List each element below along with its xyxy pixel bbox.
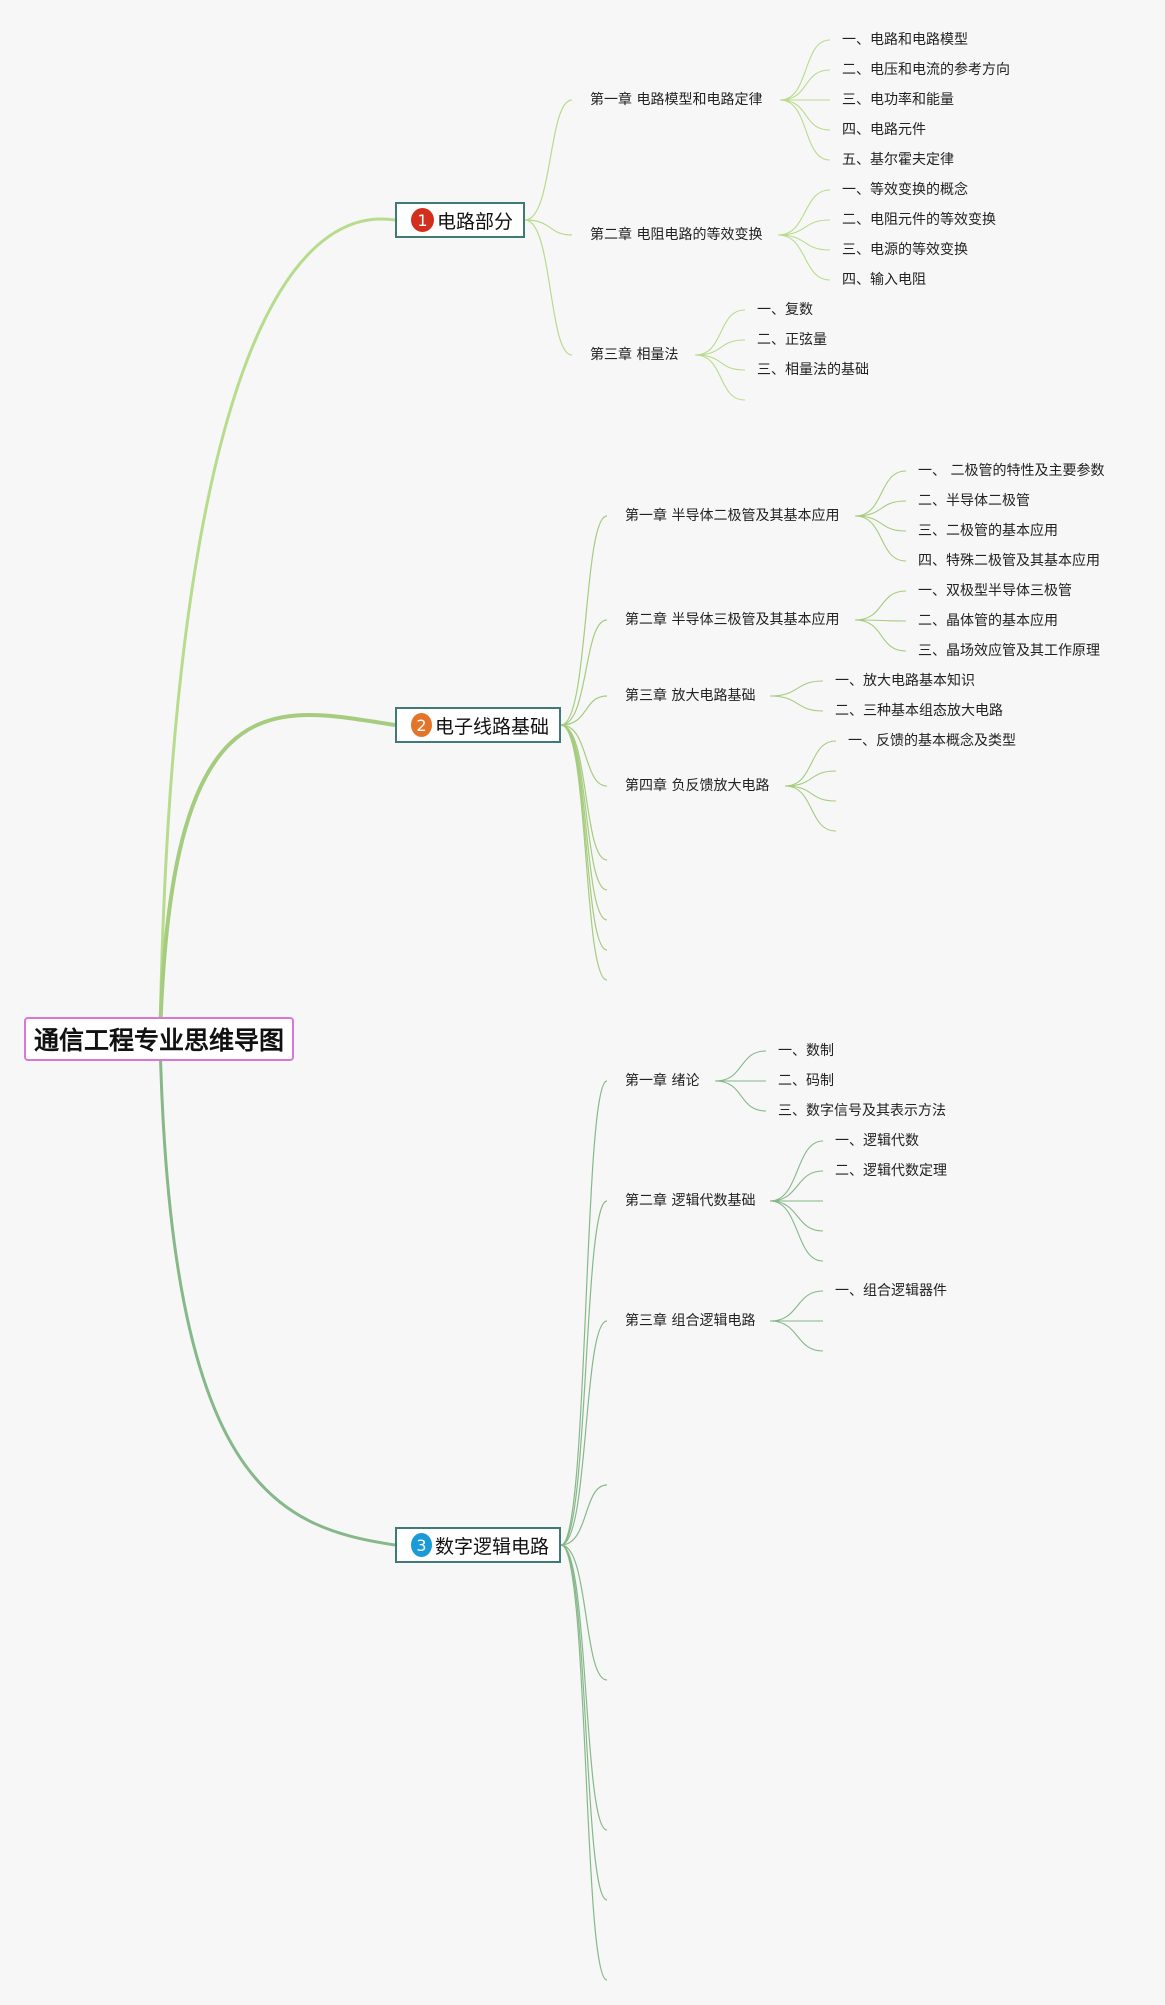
chapter-node[interactable]: 第三章 放大电路基础 (625, 688, 756, 704)
section-item[interactable]: 二、电阻元件的等效变换 (842, 212, 996, 228)
section-item[interactable]: 一、电路和电路模型 (842, 32, 968, 48)
chapter-node[interactable]: 第一章 电路模型和电路定律 (590, 92, 763, 108)
section-item[interactable]: 五、基尔霍夫定律 (842, 152, 954, 168)
section-item[interactable]: 三、相量法的基础 (757, 362, 869, 378)
branch-label: 电子线路基础 (434, 715, 549, 738)
section-item[interactable]: 三、数字信号及其表示方法 (778, 1103, 946, 1119)
chapter-node[interactable]: 第一章 半导体二极管及其基本应用 (625, 508, 840, 524)
section-item[interactable]: 一、放大电路基本知识 (835, 673, 975, 689)
chapter-node[interactable]: 第一章 绪论 (625, 1073, 700, 1089)
section-item[interactable]: 二、三种基本组态放大电路 (835, 703, 1003, 719)
chapter-node[interactable]: 第三章 相量法 (590, 347, 679, 363)
branch-label: 数字逻辑电路 (434, 1535, 549, 1558)
section-item[interactable]: 一、双极型半导体三极管 (918, 583, 1072, 599)
section-item[interactable]: 三、晶场效应管及其工作原理 (918, 643, 1100, 659)
section-item[interactable]: 四、电路元件 (842, 122, 926, 138)
chapter-node[interactable]: 第三章 组合逻辑电路 (625, 1313, 756, 1329)
section-item[interactable]: 一、数制 (778, 1043, 834, 1059)
section-item[interactable]: 二、晶体管的基本应用 (918, 613, 1058, 629)
section-item[interactable]: 一、 二极管的特性及主要参数 (918, 463, 1105, 479)
chapter-node[interactable]: 第四章 负反馈放大电路 (625, 778, 770, 794)
branch-number-badge: 3 (411, 1533, 432, 1557)
section-item[interactable]: 一、反馈的基本概念及类型 (848, 733, 1016, 749)
section-item[interactable]: 一、复数 (757, 302, 813, 318)
section-item[interactable]: 二、逻辑代数定理 (835, 1163, 947, 1179)
section-item[interactable]: 一、逻辑代数 (835, 1133, 919, 1149)
section-item[interactable]: 二、正弦量 (757, 332, 827, 348)
chapter-node[interactable]: 第二章 逻辑代数基础 (625, 1193, 756, 1209)
section-item[interactable]: 二、码制 (778, 1073, 834, 1089)
section-item[interactable]: 三、电功率和能量 (842, 92, 954, 108)
branch-number-badge: 1 (411, 208, 434, 232)
chapter-node[interactable]: 第二章 电阻电路的等效变换 (590, 227, 763, 243)
section-item[interactable]: 四、输入电阻 (842, 272, 926, 288)
section-item[interactable]: 一、等效变换的概念 (842, 182, 968, 198)
chapter-node[interactable]: 第二章 半导体三极管及其基本应用 (625, 612, 840, 628)
section-item[interactable]: 一、组合逻辑器件 (835, 1283, 947, 1299)
root-node-title[interactable]: 通信工程专业思维导图 (24, 1017, 294, 1061)
section-item[interactable]: 四、特殊二极管及其基本应用 (918, 553, 1100, 569)
section-item[interactable]: 二、半导体二极管 (918, 493, 1030, 509)
section-item[interactable]: 三、二极管的基本应用 (918, 523, 1058, 539)
branch-label: 电路部分 (436, 210, 513, 233)
branch-number-badge: 2 (411, 713, 432, 737)
section-item[interactable]: 三、电源的等效变换 (842, 242, 968, 258)
section-item[interactable]: 二、电压和电流的参考方向 (842, 62, 1010, 78)
